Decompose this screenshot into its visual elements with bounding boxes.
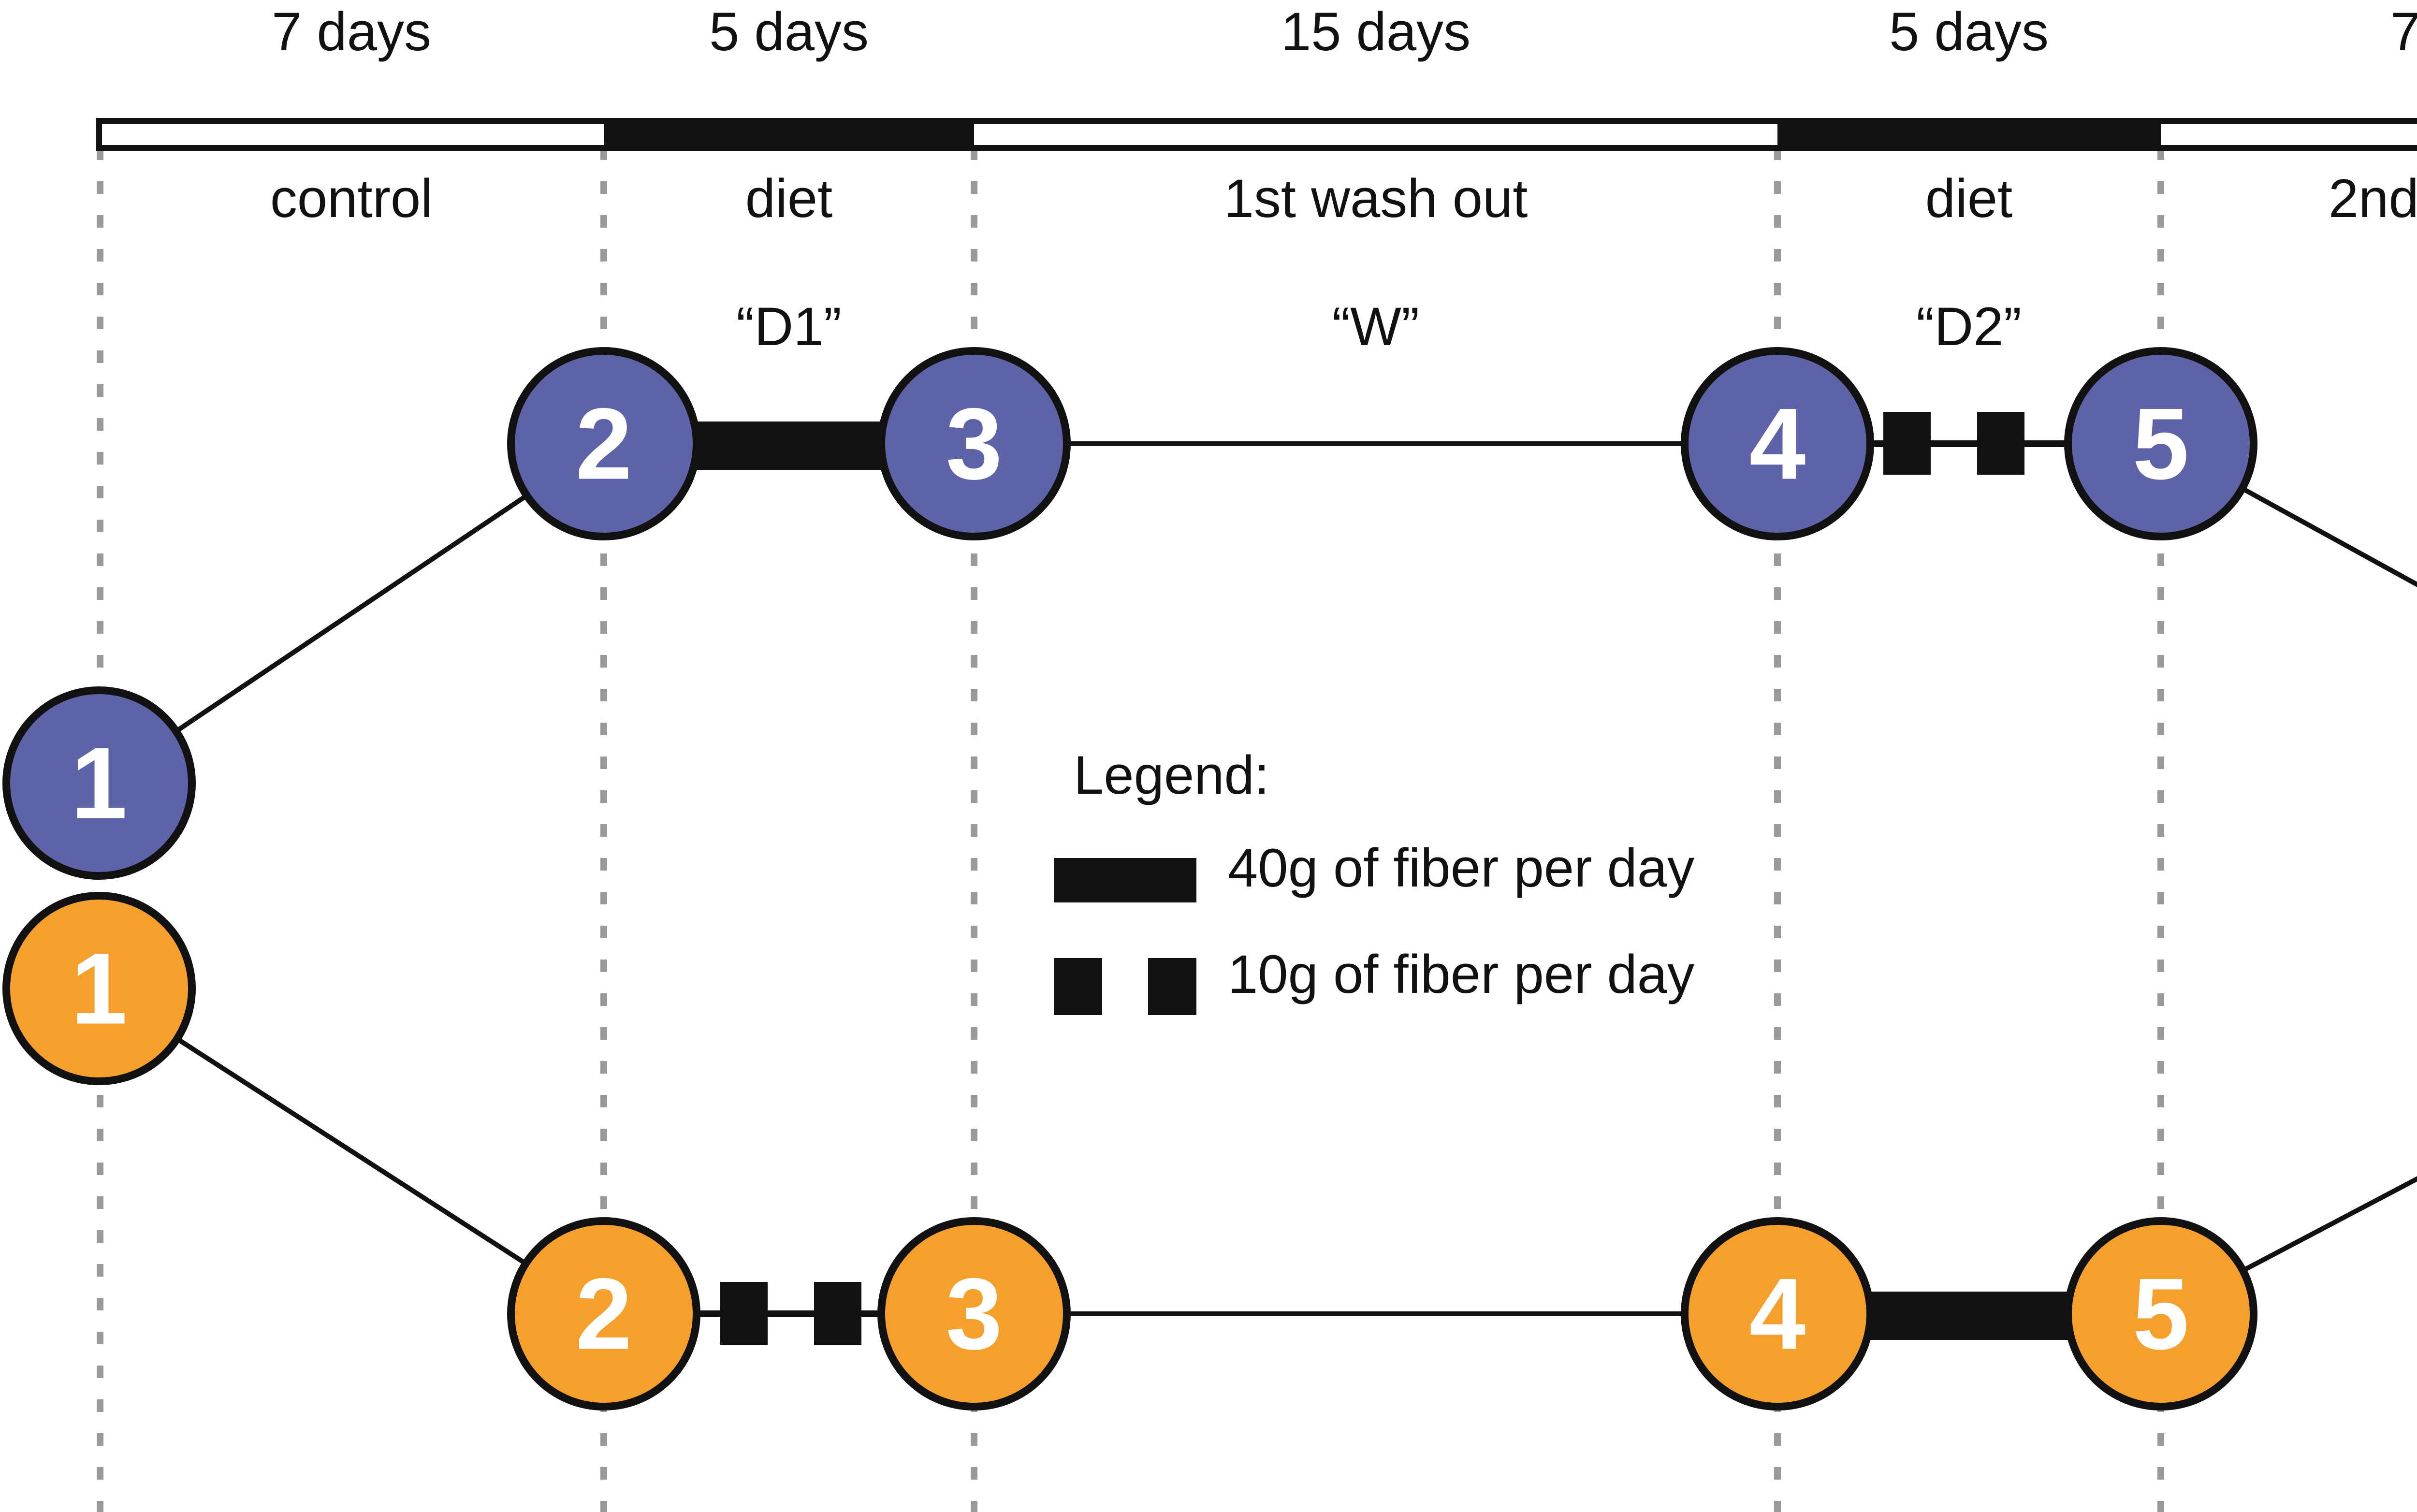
link-a-1-2: [98, 441, 605, 785]
node-a-4-label: 4: [1749, 387, 1806, 501]
link-a-5-6: [2159, 441, 2417, 587]
period-code-d1: “D1”: [736, 296, 842, 357]
node-a-3-label: 3: [946, 387, 1003, 501]
node-a-1-label: 1: [71, 727, 128, 840]
phase-label-washout-1: 1st wash out: [1223, 168, 1528, 229]
phase-label-washout-2: 2nd wash out: [2328, 168, 2417, 229]
period-code-d2: “D2”: [1916, 296, 2022, 357]
node-b-2[interactable]: 2: [507, 1217, 700, 1410]
node-b-4[interactable]: 4: [1681, 1217, 1874, 1410]
node-b-4-label: 4: [1749, 1257, 1806, 1371]
legend-swatch-dashed-bar-icon-2: [1148, 958, 1196, 1015]
link-b-2-3-dash-2: [814, 1282, 861, 1345]
legend-swatch-dashed-bar-icon-1: [1054, 958, 1102, 1015]
node-a-2[interactable]: 2: [507, 347, 700, 540]
node-b-1[interactable]: 1: [2, 892, 196, 1085]
legend-swatch-solid-bar-icon: [1054, 858, 1196, 902]
duration-label-diet-2: 5 days: [1889, 1, 2049, 62]
phase-label-control: control: [270, 168, 433, 229]
node-b-5-label: 5: [2133, 1257, 2189, 1371]
period-code-w: “W”: [1332, 296, 1420, 357]
node-a-1[interactable]: 1: [2, 686, 196, 880]
node-b-3-label: 3: [946, 1257, 1003, 1371]
link-a-4-5-dash-1: [1883, 412, 1931, 475]
phase-label-diet-2: diet: [1925, 168, 2013, 229]
duration-label-washout-1: 15 days: [1281, 1, 1471, 62]
duration-label-diet-1: 5 days: [709, 1, 869, 62]
phase-label-diet-1: diet: [745, 168, 833, 229]
link-a-4-5-dash-2: [1977, 412, 2024, 475]
node-a-5[interactable]: 5: [2064, 347, 2257, 540]
legend-swatches: [1054, 858, 1196, 1015]
node-b-1-label: 1: [71, 932, 128, 1046]
node-b-3[interactable]: 3: [877, 1217, 1071, 1410]
legend-label-10g: 10g of fiber per day: [1228, 944, 1695, 1004]
link-b-2-3-dash-1: [720, 1282, 768, 1345]
node-a-5-label: 5: [2133, 387, 2189, 501]
legend-label-40g: 40g of fiber per day: [1228, 838, 1695, 898]
node-a-2-label: 2: [576, 387, 632, 501]
timeline-bar: [96, 118, 2417, 151]
node-a-3[interactable]: 3: [877, 347, 1071, 540]
link-b-5-6: [2159, 1176, 2417, 1316]
timeline-segment-diet-1: [604, 121, 974, 148]
duration-label-control: 7 days: [272, 1, 431, 62]
arm-b-nodes: 1 2 3 4 5 6: [2, 892, 2257, 1410]
timeline-segment-diet-2: [1777, 121, 2161, 148]
duration-label-washout-2: 7 days: [2390, 1, 2417, 62]
node-b-5[interactable]: 5: [2064, 1217, 2257, 1410]
node-b-2-label: 2: [576, 1257, 632, 1371]
link-b-1-2: [98, 986, 605, 1316]
node-a-4[interactable]: 4: [1681, 347, 1874, 540]
legend-title: Legend:: [1074, 745, 1269, 805]
arm-a-nodes: 1 2 3 4 5 6: [2, 347, 2257, 880]
